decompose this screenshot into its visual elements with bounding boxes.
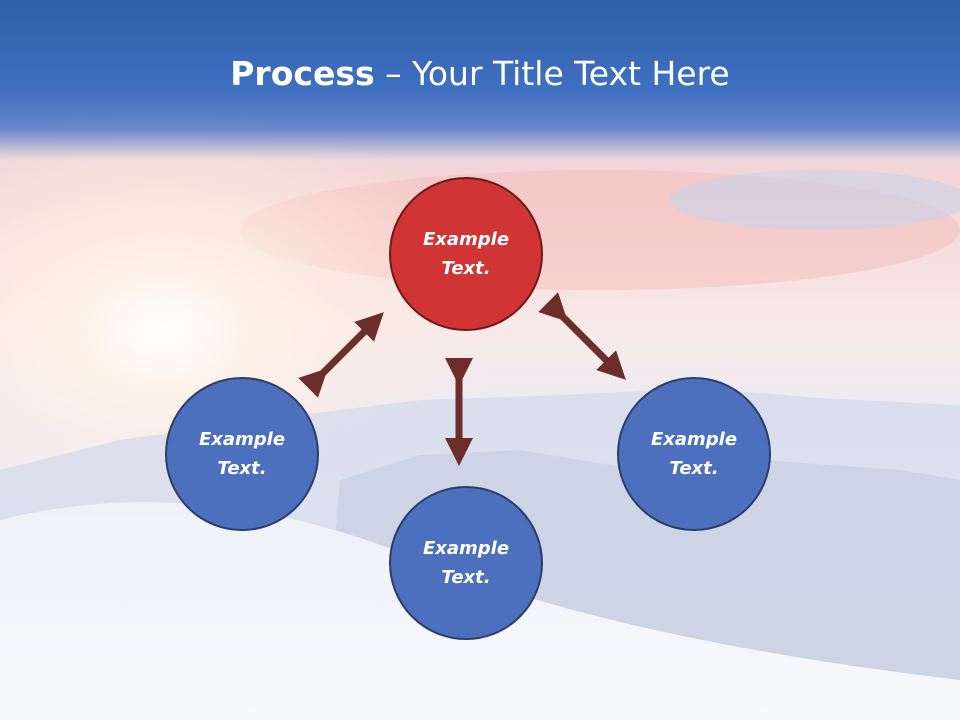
- node-left-text: Example Text.: [198, 429, 286, 479]
- node-bottom[interactable]: Example Text.: [389, 486, 543, 640]
- slide-title[interactable]: Process – Your Title Text Here: [0, 52, 960, 96]
- node-right-text: Example Text.: [650, 429, 738, 479]
- node-bottom-text: Example Text.: [422, 538, 510, 588]
- node-left[interactable]: Example Text.: [165, 377, 319, 531]
- node-top-text: Example Text.: [422, 229, 510, 279]
- node-top[interactable]: Example Text.: [389, 177, 543, 331]
- node-right[interactable]: Example Text.: [617, 377, 771, 531]
- title-bold: Process: [230, 54, 375, 93]
- title-rest: – Your Title Text Here: [374, 54, 730, 93]
- title-band: [0, 0, 960, 160]
